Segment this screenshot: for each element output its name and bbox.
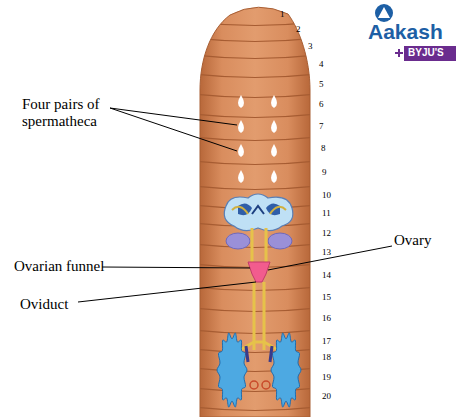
- segment-line: [195, 55, 315, 59]
- segment-line: [195, 161, 315, 165]
- segment-line: [195, 74, 315, 78]
- segment-line: [195, 244, 315, 248]
- segment-number: 6: [319, 99, 324, 109]
- part-label: Ovarian funnel: [14, 258, 124, 275]
- spermatheca-sac: [271, 170, 277, 183]
- segment-number: 10: [322, 190, 331, 200]
- segment-number: 4: [319, 59, 324, 69]
- spermatheca-sac: [271, 144, 277, 157]
- part-label: Oviduct: [20, 296, 100, 313]
- segment-number: 19: [322, 372, 331, 382]
- watermark: Aakash: [368, 20, 443, 44]
- part-label: Ovary: [394, 232, 454, 249]
- segment-number: 2: [296, 24, 301, 34]
- segment-number: 17: [322, 336, 331, 346]
- segment-line: [195, 114, 315, 118]
- segment-line: [195, 407, 315, 411]
- segment-number: 1: [280, 9, 285, 19]
- segment-line: [195, 137, 315, 141]
- worm-body: [200, 7, 310, 417]
- segment-number: 9: [322, 167, 327, 177]
- spermatheca-sac: [238, 170, 244, 183]
- segment-number: 13: [322, 247, 331, 257]
- segment-number: 18: [322, 352, 331, 362]
- part-label: Four pairs of spermatheca: [22, 96, 122, 131]
- reproductive-organs: [217, 194, 301, 407]
- watermark: BYJU'S: [408, 47, 444, 59]
- segment-number: 14: [322, 270, 331, 280]
- segment-number: 11: [322, 208, 331, 218]
- spermatheca-sac: [238, 144, 244, 157]
- spermatheca-sac: [271, 95, 277, 108]
- spermatheca-sac: [271, 120, 277, 133]
- segment-number: 20: [322, 391, 331, 401]
- segment-number: 3: [308, 41, 313, 51]
- segment-number: 7: [319, 121, 324, 131]
- leader-lines: [78, 108, 392, 302]
- spermatheca: [238, 95, 277, 183]
- segment-number: 5: [319, 79, 324, 89]
- segment-number: 12: [322, 228, 331, 238]
- segment-line: [195, 186, 315, 190]
- spermatheca-sac: [238, 95, 244, 108]
- segment-lines: [195, 22, 315, 411]
- segment-number: 8: [321, 143, 326, 153]
- segment-line: [195, 94, 315, 98]
- segment-number: 16: [322, 313, 331, 323]
- spermatheca-sac: [238, 120, 244, 133]
- segment-number: 15: [322, 292, 331, 302]
- segment-line: [195, 38, 315, 42]
